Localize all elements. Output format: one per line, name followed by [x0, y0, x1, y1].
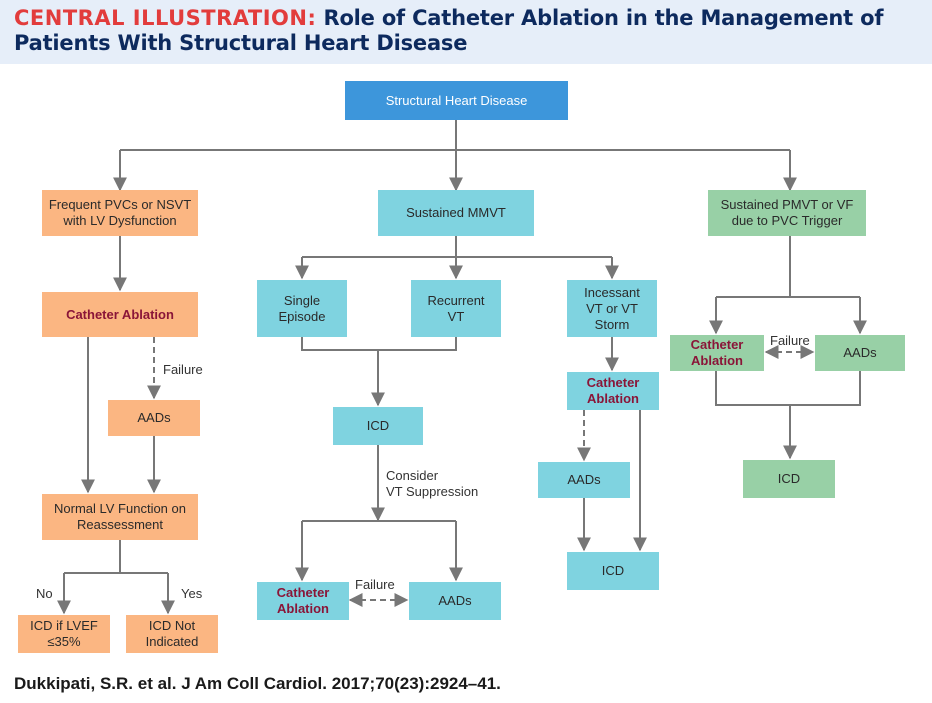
node-icd-not-indicated: ICD Not Indicated: [126, 615, 218, 653]
title-lead: CENTRAL ILLUSTRATION:: [14, 6, 317, 30]
node-mid-catheter-ablation: Catheter Ablation: [257, 582, 349, 620]
label-failure-left: Failure: [163, 362, 203, 377]
label-consider-vt-suppression: Consider VT Suppression: [386, 468, 479, 499]
node-right-catheter-ablation: Catheter Ablation: [670, 335, 764, 371]
node-storm-catheter-ablation: Catheter Ablation: [567, 372, 659, 410]
node-sustained-mmvt: Sustained MMVT: [378, 190, 534, 236]
node-right-icd: ICD: [743, 460, 835, 498]
node-right-aads: AADs: [815, 335, 905, 371]
connector-right-join: [715, 371, 861, 406]
figure-title: CENTRAL ILLUSTRATION: Role of Catheter A…: [14, 6, 924, 56]
label-no: No: [36, 586, 53, 601]
node-recurrent-vt: Recurrent VT: [411, 280, 501, 337]
node-mid-aads: AADs: [409, 582, 501, 620]
node-icd-if-lvef: ICD if LVEF ≤35%: [18, 615, 110, 653]
node-single-episode: Single Episode: [257, 280, 347, 337]
header-banner: [0, 0, 932, 64]
title-text: Role of Catheter Ablation in the Managem…: [14, 6, 884, 55]
node-sustained-pmvt: Sustained PMVT or VF due to PVC Trigger: [708, 190, 866, 236]
node-storm-icd: ICD: [567, 552, 659, 590]
node-structural-heart-disease: Structural Heart Disease: [345, 81, 568, 120]
label-yes: Yes: [181, 586, 203, 601]
label-failure-middle: Failure: [355, 577, 395, 592]
node-frequent-pvcs: Frequent PVCs or NSVT with LV Dysfunctio…: [42, 190, 198, 236]
label-failure-right: Failure: [770, 333, 810, 348]
citation: Dukkipati, S.R. et al. J Am Coll Cardiol…: [14, 674, 501, 693]
node-mid-icd: ICD: [333, 407, 423, 445]
node-incessant-vt: Incessant VT or VT Storm: [567, 280, 657, 337]
node-left-catheter-ablation: Catheter Ablation: [42, 292, 198, 337]
node-storm-aads: AADs: [538, 462, 630, 498]
node-normal-lv-function: Normal LV Function on Reassessment: [42, 494, 198, 540]
node-left-aads: AADs: [108, 400, 200, 436]
